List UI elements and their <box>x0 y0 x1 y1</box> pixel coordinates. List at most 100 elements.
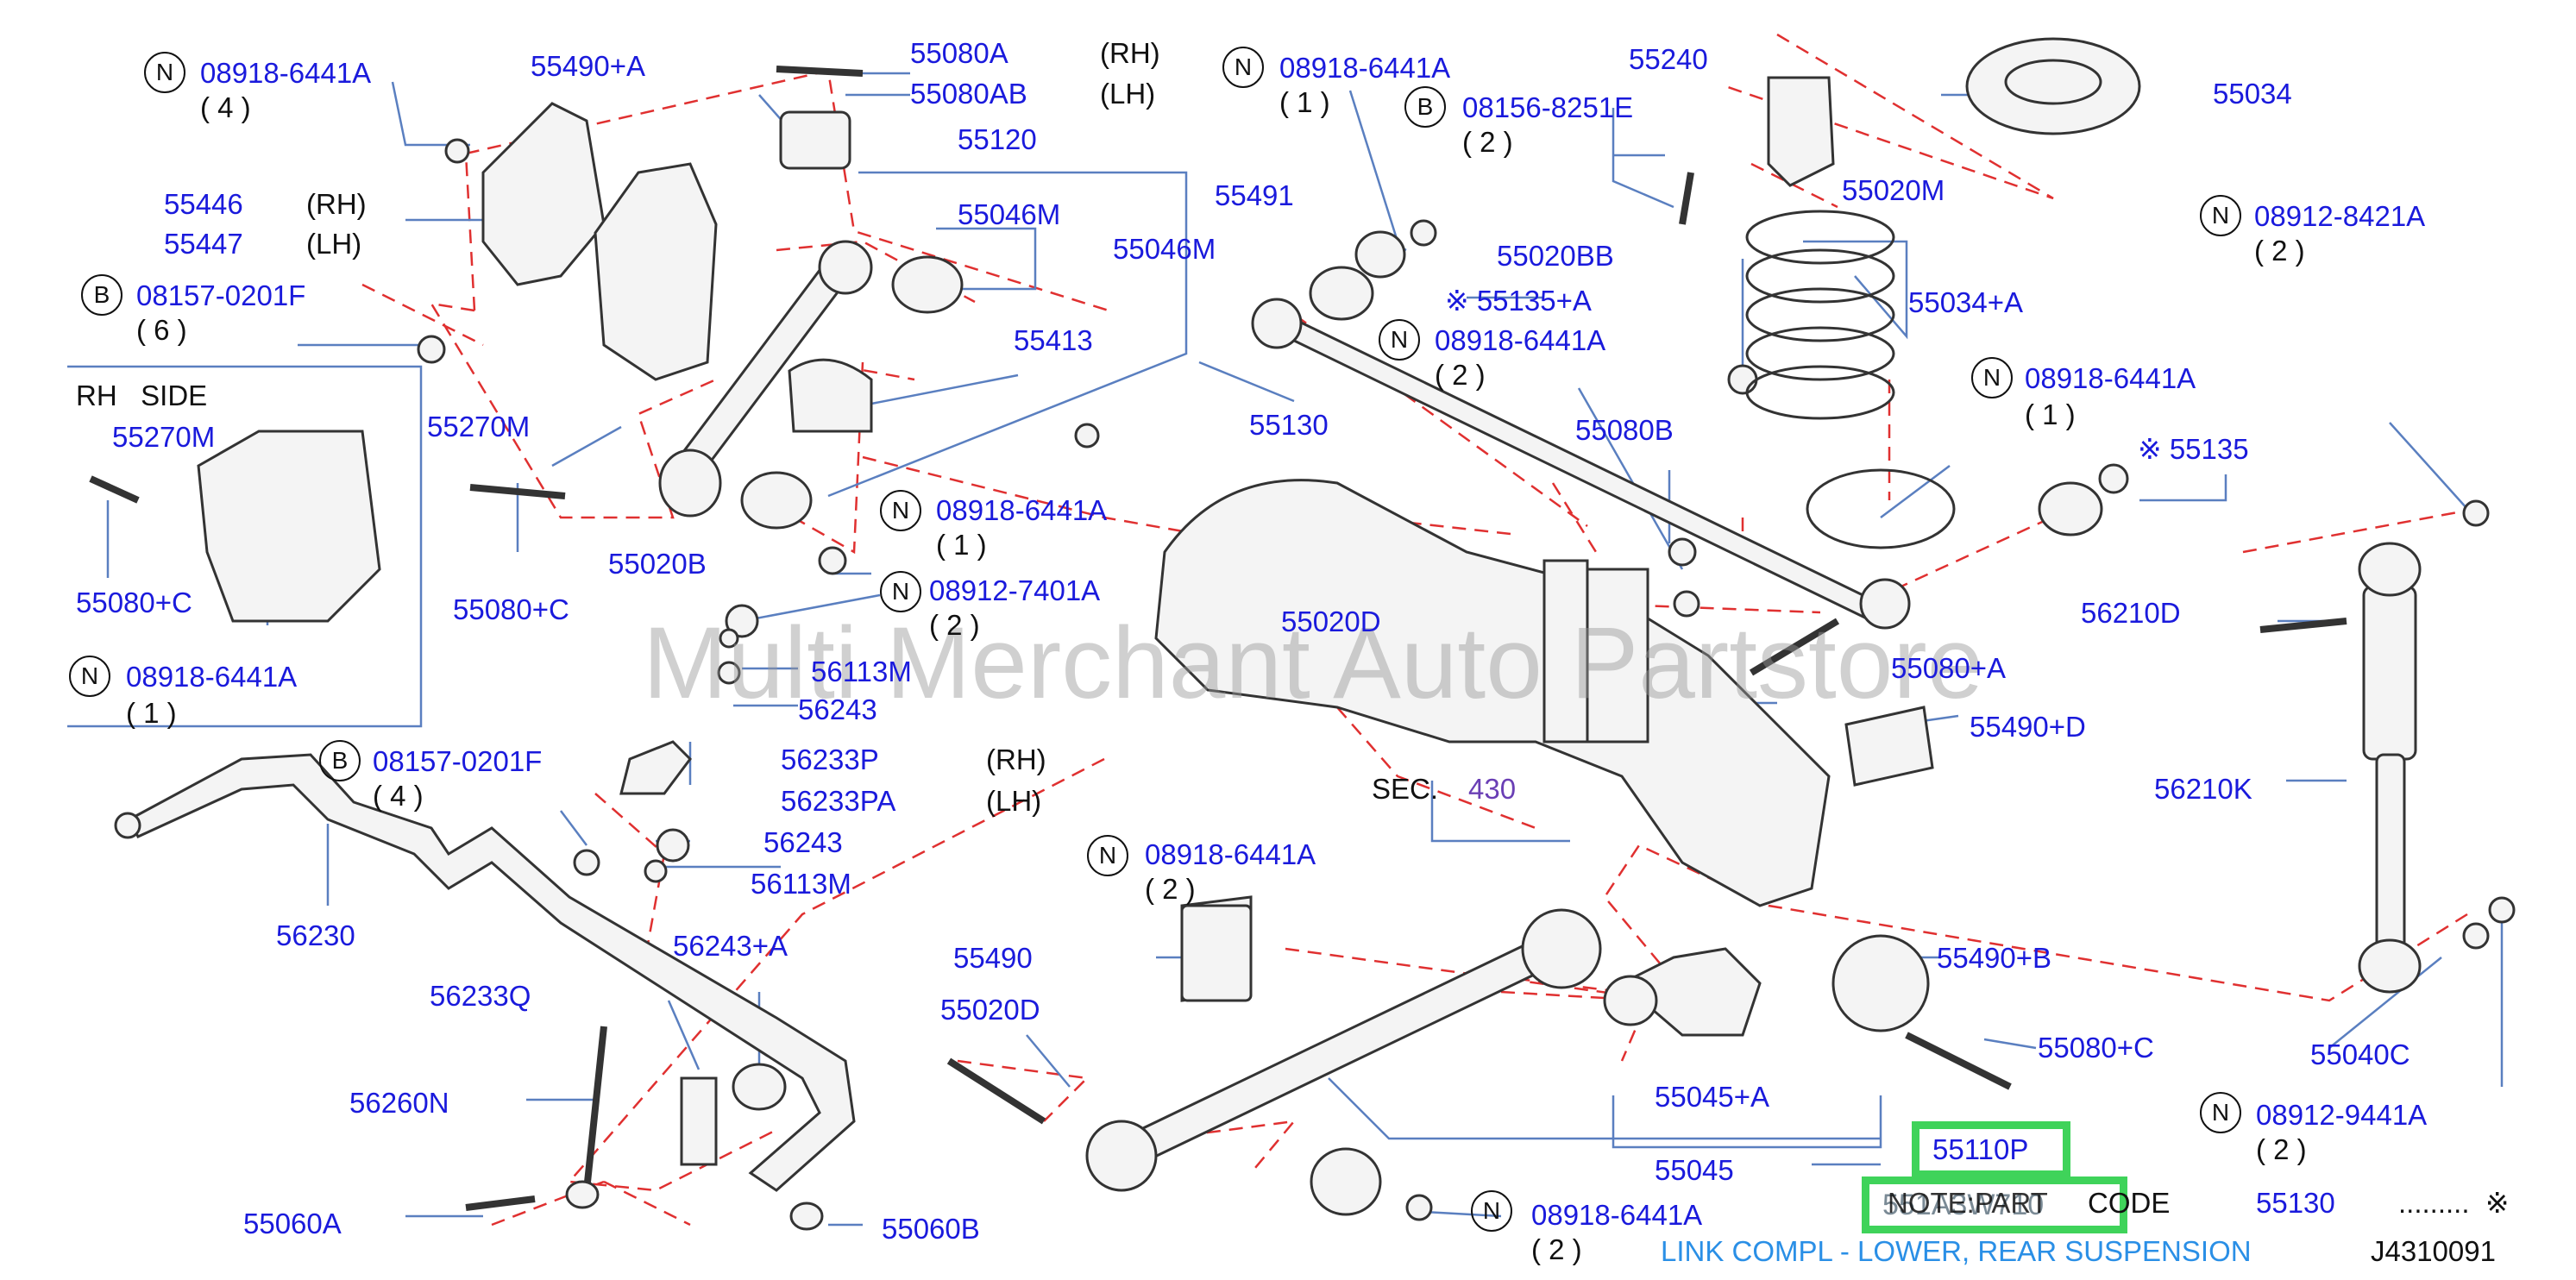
qty-label: ( 1 ) <box>2025 398 2076 430</box>
section-label: SEC. <box>1372 773 1439 805</box>
qty-label: ( 2 ) <box>1531 1233 1582 1265</box>
label-55491: 55491 <box>1215 179 1294 211</box>
qty-label: ( 6 ) <box>136 314 187 346</box>
label-08918-6441a: 08918-6441A <box>1531 1199 1703 1231</box>
qty-label: ( 1 ) <box>936 529 987 561</box>
label-56113m: 56113M <box>751 868 851 900</box>
qty-label: ( 2 ) <box>929 609 980 641</box>
n-marker: N <box>2200 195 2241 236</box>
label-08918-6441a: 08918-6441A <box>1279 52 1451 84</box>
n-marker: N <box>1471 1190 1512 1232</box>
section-ref-430[interactable]: 430 <box>1468 773 1517 805</box>
label-55020d: 55020D <box>940 994 1040 1026</box>
highlight-box-part-number <box>1862 1176 2127 1233</box>
side-rh: (RH) <box>306 188 367 220</box>
qty-label: ( 1 ) <box>126 697 177 729</box>
label-55080c: 55080+C <box>2038 1032 2154 1064</box>
label-56230: 56230 <box>276 919 355 951</box>
label-56233pa: 56233PA <box>781 785 896 817</box>
label-55020bb: 55020BB <box>1497 240 1614 272</box>
qty-label: ( 4 ) <box>373 780 424 812</box>
label-55413: 55413 <box>1014 324 1093 356</box>
label-56113m: 56113M <box>811 656 912 687</box>
label-55135a: ※ 55135+A <box>1445 285 1592 317</box>
label-55040c: 55040C <box>2310 1038 2410 1070</box>
label-55080a: 55080+A <box>1891 652 2007 684</box>
label-55447: 55447 <box>164 228 243 260</box>
label-55020b: 55020B <box>608 548 707 580</box>
label-55490b: 55490+B <box>1937 942 2052 974</box>
label-56233p: 56233P <box>781 744 879 775</box>
diagram-reference: J4310091 <box>2371 1235 2496 1267</box>
label-55060b: 55060B <box>882 1213 980 1245</box>
label-55020d: 55020D <box>1281 605 1381 637</box>
b-marker: B <box>319 740 361 781</box>
side-lh: (LH) <box>1100 78 1156 110</box>
label-55120: 55120 <box>958 123 1037 155</box>
label-55034a: 55034+A <box>1908 286 2024 318</box>
label-56243: 56243 <box>763 826 843 858</box>
label-55080b: 55080B <box>1575 414 1674 446</box>
label-08918-6441a: 08918-6441A <box>126 661 298 693</box>
label-08918-6441a: 08918-6441A <box>936 494 1108 526</box>
qty-label: ( 1 ) <box>1279 86 1330 118</box>
qty-label: ( 4 ) <box>200 91 251 123</box>
n-marker: N <box>1222 47 1264 88</box>
label-08912-9441a: 08912-9441A <box>2256 1099 2428 1131</box>
label-08156-8251e: 08156-8251E <box>1462 91 1634 123</box>
rh-side-inset-frame <box>67 365 423 728</box>
part-artwork <box>89 37 2516 1231</box>
n-marker: N <box>2200 1092 2241 1133</box>
label-08918-6441a: 08918-6441A <box>1145 838 1316 870</box>
qty-label: ( 2 ) <box>1435 359 1486 391</box>
label-08918-6441a: 08918-6441A <box>1435 324 1606 356</box>
label-55034: 55034 <box>2213 78 2292 110</box>
label-08912-8421a: 08912-8421A <box>2254 200 2426 232</box>
b-marker: B <box>1404 86 1446 128</box>
n-marker: N <box>1379 319 1420 361</box>
side-lh: (LH) <box>986 785 1042 817</box>
qty-label: ( 2 ) <box>2254 235 2305 267</box>
n-marker: N <box>1971 357 2013 398</box>
n-marker: N <box>1087 835 1128 876</box>
label-55490: 55490 <box>953 942 1033 974</box>
qty-label: ( 2 ) <box>1462 126 1513 158</box>
side-lh: (LH) <box>306 228 362 260</box>
highlight-box-55110p <box>1912 1121 2070 1178</box>
label-55270m: 55270M <box>112 421 216 453</box>
side-rh: (RH) <box>986 744 1046 775</box>
note-label: NOTE:PART <box>1888 1187 2048 1219</box>
part-number[interactable]: 551A3W710 <box>1882 1189 2045 1221</box>
note-dots: ......... ※ <box>2398 1187 2510 1219</box>
label-55110p[interactable]: 55110P <box>1932 1133 2029 1165</box>
rh-side-title: RH SIDE <box>76 380 208 411</box>
label-55060a: 55060A <box>243 1208 342 1239</box>
label-55270m: 55270M <box>427 411 531 442</box>
n-marker: N <box>880 490 921 531</box>
label-56243a: 56243+A <box>673 930 789 962</box>
label-55446: 55446 <box>164 188 243 220</box>
label-55080a: 55080A <box>910 37 1008 69</box>
label-08918-6441a: 08918-6441A <box>2025 362 2196 394</box>
label-08157-0201f: 08157-0201F <box>373 745 543 777</box>
n-marker: N <box>144 52 185 93</box>
n-marker: N <box>880 571 921 612</box>
label-55045a: 55045+A <box>1655 1081 1770 1113</box>
label-08157-0201f: 08157-0201F <box>136 279 306 311</box>
label-55240: 55240 <box>1629 43 1708 75</box>
code-label: CODE <box>2088 1187 2171 1219</box>
label-08918-6441a: 08918-6441A <box>200 57 372 89</box>
b-marker: B <box>81 274 123 316</box>
label-56210d: 56210D <box>2081 597 2181 629</box>
label-55045: 55045 <box>1655 1154 1734 1186</box>
qty-label: ( 2 ) <box>2256 1133 2307 1165</box>
watermark: Multi Merchant Auto Partstore <box>643 606 1984 720</box>
label-55080c: 55080+C <box>453 593 569 625</box>
label-55020m: 55020M <box>1842 174 1945 206</box>
side-rh: (RH) <box>1100 37 1160 69</box>
label-55130: 55130 <box>2256 1187 2335 1219</box>
label-56260n: 56260N <box>349 1087 449 1119</box>
label-55080c: 55080+C <box>76 587 192 618</box>
label-55080ab: 55080AB <box>910 78 1027 110</box>
